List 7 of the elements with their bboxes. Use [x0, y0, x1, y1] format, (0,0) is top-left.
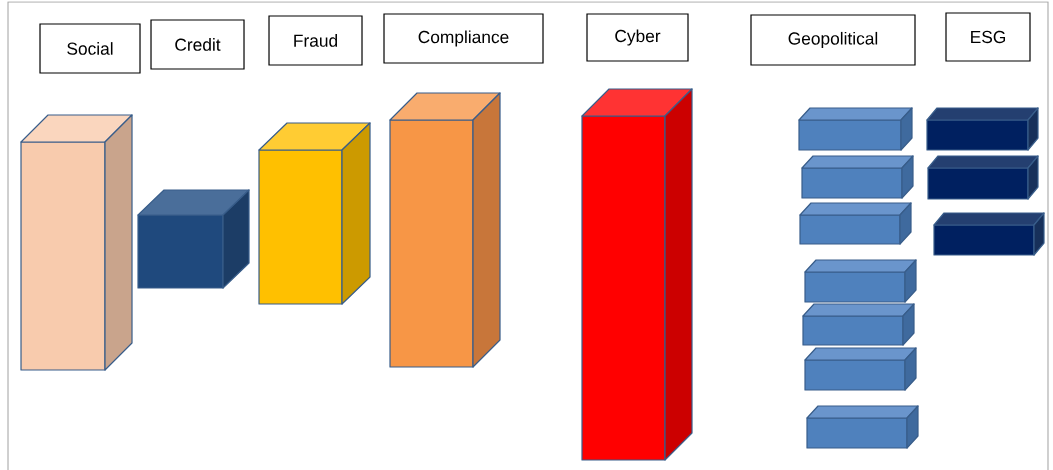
label-box: Credit: [150, 19, 245, 70]
label-box: ESG: [945, 12, 1031, 62]
label-box: Fraud: [268, 15, 363, 66]
label-box: Cyber: [586, 13, 689, 62]
label-box: Compliance: [383, 13, 544, 64]
label-box: Geopolitical: [750, 14, 916, 66]
label-box: Social: [39, 23, 141, 74]
